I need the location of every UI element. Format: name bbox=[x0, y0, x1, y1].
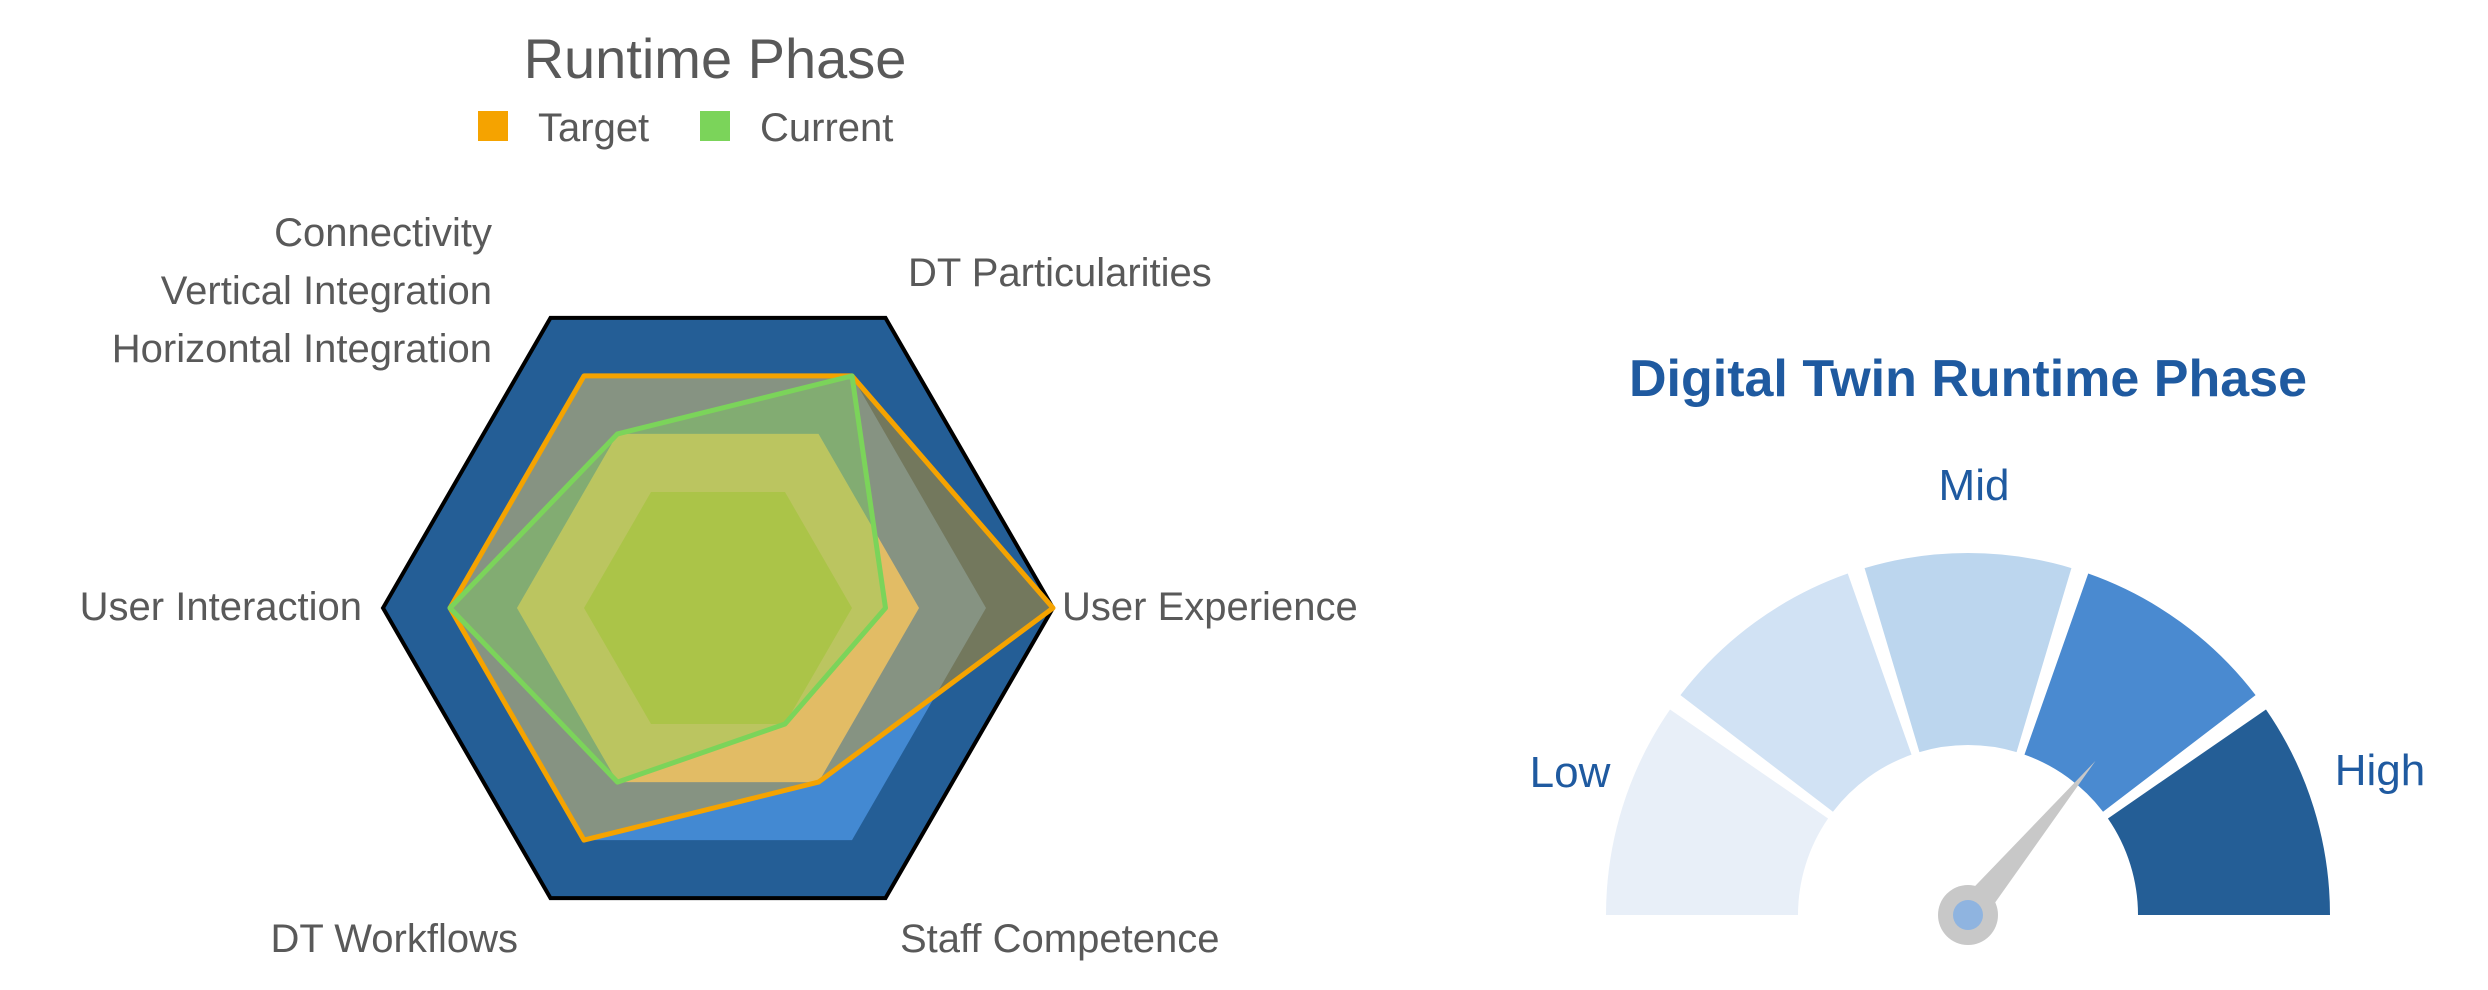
axis-label-user-interaction: User Interaction bbox=[80, 585, 362, 629]
axis-label-dt-workflows: DT Workflows bbox=[271, 917, 518, 961]
legend-swatch-target bbox=[478, 111, 508, 141]
legend: Target Current bbox=[478, 106, 893, 150]
axis-label-user-experience: User Experience bbox=[1062, 585, 1358, 629]
gauge-needle bbox=[1956, 760, 2096, 925]
axis-label-staff-competence: Staff Competence bbox=[900, 917, 1219, 961]
axis-labels: DT Particularities User Experience Staff… bbox=[80, 211, 1358, 961]
radar-series bbox=[447, 373, 1056, 843]
gauge-label-mid: Mid bbox=[1939, 461, 2010, 510]
gauge-segments bbox=[1606, 553, 2330, 915]
axis-label-vertical-integration: Vertical Integration bbox=[161, 269, 492, 313]
gauge-segment-1 bbox=[1606, 709, 1829, 915]
axis-label-connectivity: Connectivity bbox=[274, 211, 492, 255]
gauge-label-high: High bbox=[2335, 746, 2426, 795]
radar-series-current bbox=[447, 373, 888, 785]
gauge-title: Digital Twin Runtime Phase bbox=[1629, 350, 2307, 408]
gauge-hub-center bbox=[1953, 900, 1983, 930]
gauge-segment-4 bbox=[2024, 573, 2256, 812]
gauge-segment-5 bbox=[2107, 709, 2330, 915]
gauge-segment-3 bbox=[1864, 553, 2072, 753]
axis-label-horizontal-integration: Horizontal Integration bbox=[112, 327, 492, 371]
radar-chart: Runtime Phase Target Current DT Particul… bbox=[80, 27, 1358, 961]
radar-reference-polygons bbox=[517, 433, 919, 783]
gauge-segment-2 bbox=[1680, 573, 1912, 812]
axis-label-dt-particularities: DT Particularities bbox=[908, 251, 1212, 295]
gauge-chart: Digital Twin Runtime Phase Low Mid High bbox=[1530, 350, 2426, 945]
legend-label-target: Target bbox=[538, 106, 649, 150]
radar-title: Runtime Phase bbox=[524, 27, 907, 90]
legend-swatch-current bbox=[700, 111, 730, 141]
gauge-label-low: Low bbox=[1530, 748, 1611, 797]
radar-reference-polygon-1 bbox=[584, 492, 852, 724]
legend-label-current: Current bbox=[760, 106, 893, 150]
radar-series-target bbox=[447, 373, 1056, 843]
